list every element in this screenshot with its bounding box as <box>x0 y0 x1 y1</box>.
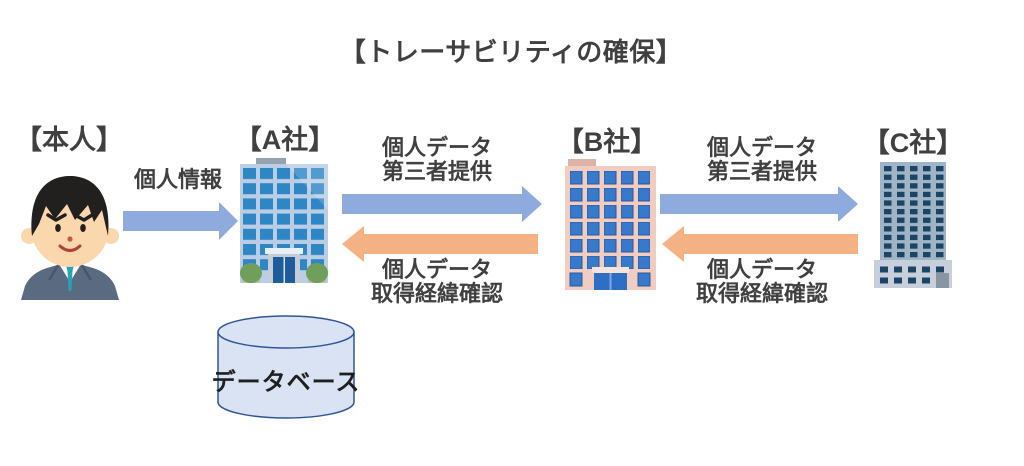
building-a-icon <box>240 158 328 283</box>
flow-label-line1: 個人データ <box>381 257 493 282</box>
flow-label-a-to-b: 個人データ 第三者提供 <box>382 136 492 184</box>
arrow-b-to-a <box>342 226 538 262</box>
flow-label-c-to-b: 個人データ 取得経緯確認 <box>696 258 828 306</box>
flow-label-line2: 取得経緯確認 <box>370 281 504 306</box>
arrow-person-to-a <box>123 202 238 240</box>
company-a-node-label: 【A社】 <box>234 125 336 155</box>
flow-label-personal-info: 個人情報 <box>133 167 223 192</box>
flow-label-b-to-c: 個人データ 第三者提供 <box>707 136 817 184</box>
flow-label-line2: 第三者提供 <box>706 159 818 184</box>
flow-label-line2: 取得経緯確認 <box>695 281 829 306</box>
database-label: データベース <box>211 369 361 396</box>
flow-label-line1: 個人データ <box>381 135 493 160</box>
building-c-icon <box>874 162 952 288</box>
person-node-label: 【本人】 <box>15 125 123 155</box>
page-title: 【トレーサビリティの確保】 <box>339 37 683 67</box>
arrow-b-to-c <box>660 186 858 222</box>
flow-label-b-to-a: 個人データ 取得経緯確認 <box>371 258 503 306</box>
person-icon <box>21 176 119 300</box>
arrow-c-to-b <box>662 226 858 262</box>
flow-label-line1: 個人データ <box>706 135 818 160</box>
flow-label-line2: 第三者提供 <box>381 159 493 184</box>
database-icon <box>217 315 355 419</box>
building-b-icon <box>565 159 656 290</box>
arrow-a-to-b <box>342 186 542 222</box>
flow-label-line1: 個人データ <box>706 257 818 282</box>
company-b-node-label: 【B社】 <box>556 127 658 157</box>
company-c-node-label: 【C社】 <box>862 128 964 158</box>
